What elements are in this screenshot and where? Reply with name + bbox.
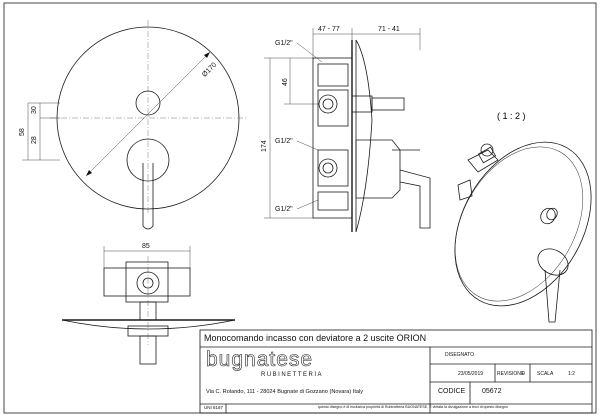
isometric-view (454, 141, 592, 323)
drawing-frame (3, 2, 597, 414)
dim-30: 30 (31, 106, 38, 114)
thread-callout-mid: G1/2" (275, 138, 293, 145)
diverter-knob (135, 90, 161, 116)
side-view: 47 - 77 71 - 41 46 174 G1/2" (261, 26, 431, 233)
dim-174: 174 (261, 140, 268, 152)
diameter-label: Ø170 (201, 61, 218, 78)
dim-58: 58 (19, 128, 26, 136)
dim-projection-range: 71 - 41 (378, 26, 400, 33)
thread-callout-bottom: G1/2" (275, 206, 293, 213)
mixer-lever-base (126, 138, 170, 182)
mixer-lever-handle (142, 163, 154, 230)
plan-view: 85 (61, 243, 236, 365)
thread-callout-top: G1/2" (275, 40, 293, 47)
dim-85: 85 (142, 243, 150, 250)
dim-46: 46 (282, 78, 289, 86)
front-view: Ø170 58 30 28 (19, 20, 246, 230)
dim-28: 28 (31, 136, 38, 144)
title-block (199, 329, 593, 414)
dim-depth-range: 47 - 77 (318, 26, 340, 33)
scale-view-label: ( 1 : 2 ) (497, 111, 526, 121)
